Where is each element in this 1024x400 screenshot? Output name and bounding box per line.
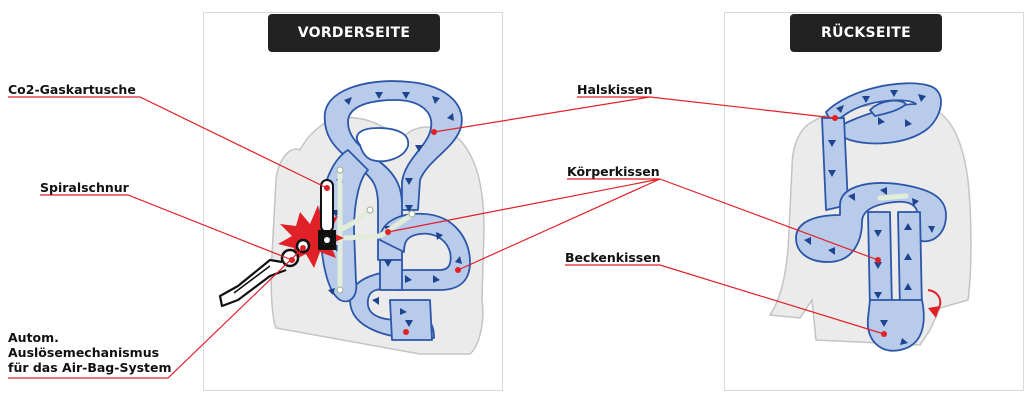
body-cushion-label: Körperkissen xyxy=(567,164,660,179)
spiral-cord-icon xyxy=(218,258,287,308)
back-airbag xyxy=(795,82,947,352)
trigger-label-line-1: Autom. xyxy=(8,330,59,345)
back-flow-arrows xyxy=(804,90,935,345)
leader-dots xyxy=(289,115,887,337)
co2-cartridge-label: Co2-Gaskartusche xyxy=(8,82,136,97)
trigger-mechanism-label: Autom. Auslösemechanismus für das Air-Ba… xyxy=(8,330,172,375)
back-view-tab: RÜCKSEITE xyxy=(790,14,942,52)
pelvis-cushion-label: Beckenkissen xyxy=(565,250,661,265)
back-inflation-tube xyxy=(877,193,909,201)
front-tube-ends xyxy=(336,166,416,294)
front-view-tab: VORDERSEITE xyxy=(268,14,440,52)
trigger-label-line-2: Auslösemechanismus xyxy=(8,345,160,360)
front-inflation-tubes xyxy=(337,167,413,293)
front-neck-opening xyxy=(356,127,410,163)
leader-lines xyxy=(8,96,885,379)
back-fold-arrow-icon xyxy=(927,289,942,318)
neck-cushion-label: Halskissen xyxy=(577,82,653,97)
co2-cartridge-icon xyxy=(318,179,336,250)
trigger-label-line-3: für das Air-Bag-System xyxy=(8,360,172,375)
spiral-cord-label: Spiralschnur xyxy=(40,180,129,195)
